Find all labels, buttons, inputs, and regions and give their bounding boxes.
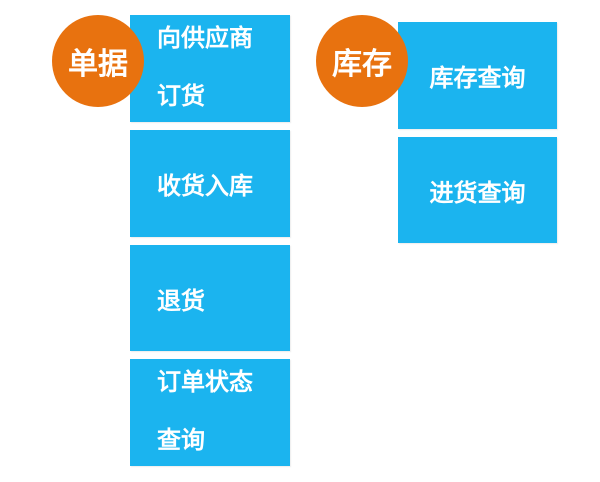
inventory-badge: 库存 <box>316 15 408 107</box>
tile-order-from-supplier-label: 向供应商订货 <box>157 24 253 110</box>
documents-badge-label: 单据 <box>68 47 128 82</box>
tile-return-goods[interactable]: 退货 <box>130 245 290 351</box>
tile-receive-goods[interactable]: 收货入库 <box>130 130 290 237</box>
tile-purchase-query-label: 进货查询 <box>429 178 526 207</box>
tile-inventory-query[interactable]: 库存查询 <box>398 22 557 129</box>
tile-purchase-query[interactable]: 进货查询 <box>398 137 557 243</box>
tile-receive-goods-label: 收货入库 <box>157 172 253 200</box>
inventory-badge-label: 库存 <box>332 47 392 82</box>
tile-return-goods-label: 退货 <box>157 286 205 315</box>
documents-badge: 单据 <box>52 15 144 107</box>
tile-order-from-supplier[interactable]: 向供应商订货 <box>130 15 290 122</box>
tile-order-status-query-label: 订单状态查询 <box>157 368 253 454</box>
tile-order-status-query[interactable]: 订单状态查询 <box>130 359 290 466</box>
tile-inventory-query-label: 库存查询 <box>429 64 526 92</box>
